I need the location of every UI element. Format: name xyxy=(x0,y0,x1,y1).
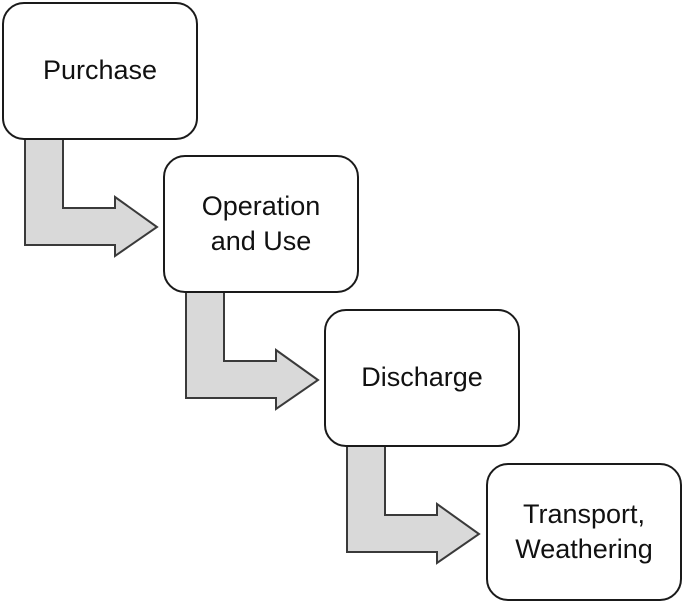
arrow-operation-to-discharge xyxy=(185,291,320,411)
step-label-line: Purchase xyxy=(42,55,158,86)
arrow-purchase-to-operation xyxy=(24,138,159,258)
step-box-purchase: Purchase xyxy=(2,2,198,140)
step-text: Transport, Weathering xyxy=(515,497,653,567)
step-label-line: Transport, xyxy=(522,498,646,529)
step-label-line: Weathering xyxy=(515,534,653,564)
step-label-line: Discharge xyxy=(361,362,483,393)
step-text: Operation and Use xyxy=(202,189,321,259)
step-text: Purchase xyxy=(43,53,157,88)
arrow-discharge-to-transport xyxy=(346,445,481,565)
step-box-discharge: Discharge xyxy=(324,309,520,447)
step-label-line: and Use xyxy=(210,226,312,256)
step-text: Discharge xyxy=(361,360,483,395)
step-box-operation-and-use: Operation and Use xyxy=(163,155,359,293)
step-box-transport-weathering: Transport, Weathering xyxy=(486,463,682,601)
step-label-line: Operation xyxy=(201,190,321,221)
